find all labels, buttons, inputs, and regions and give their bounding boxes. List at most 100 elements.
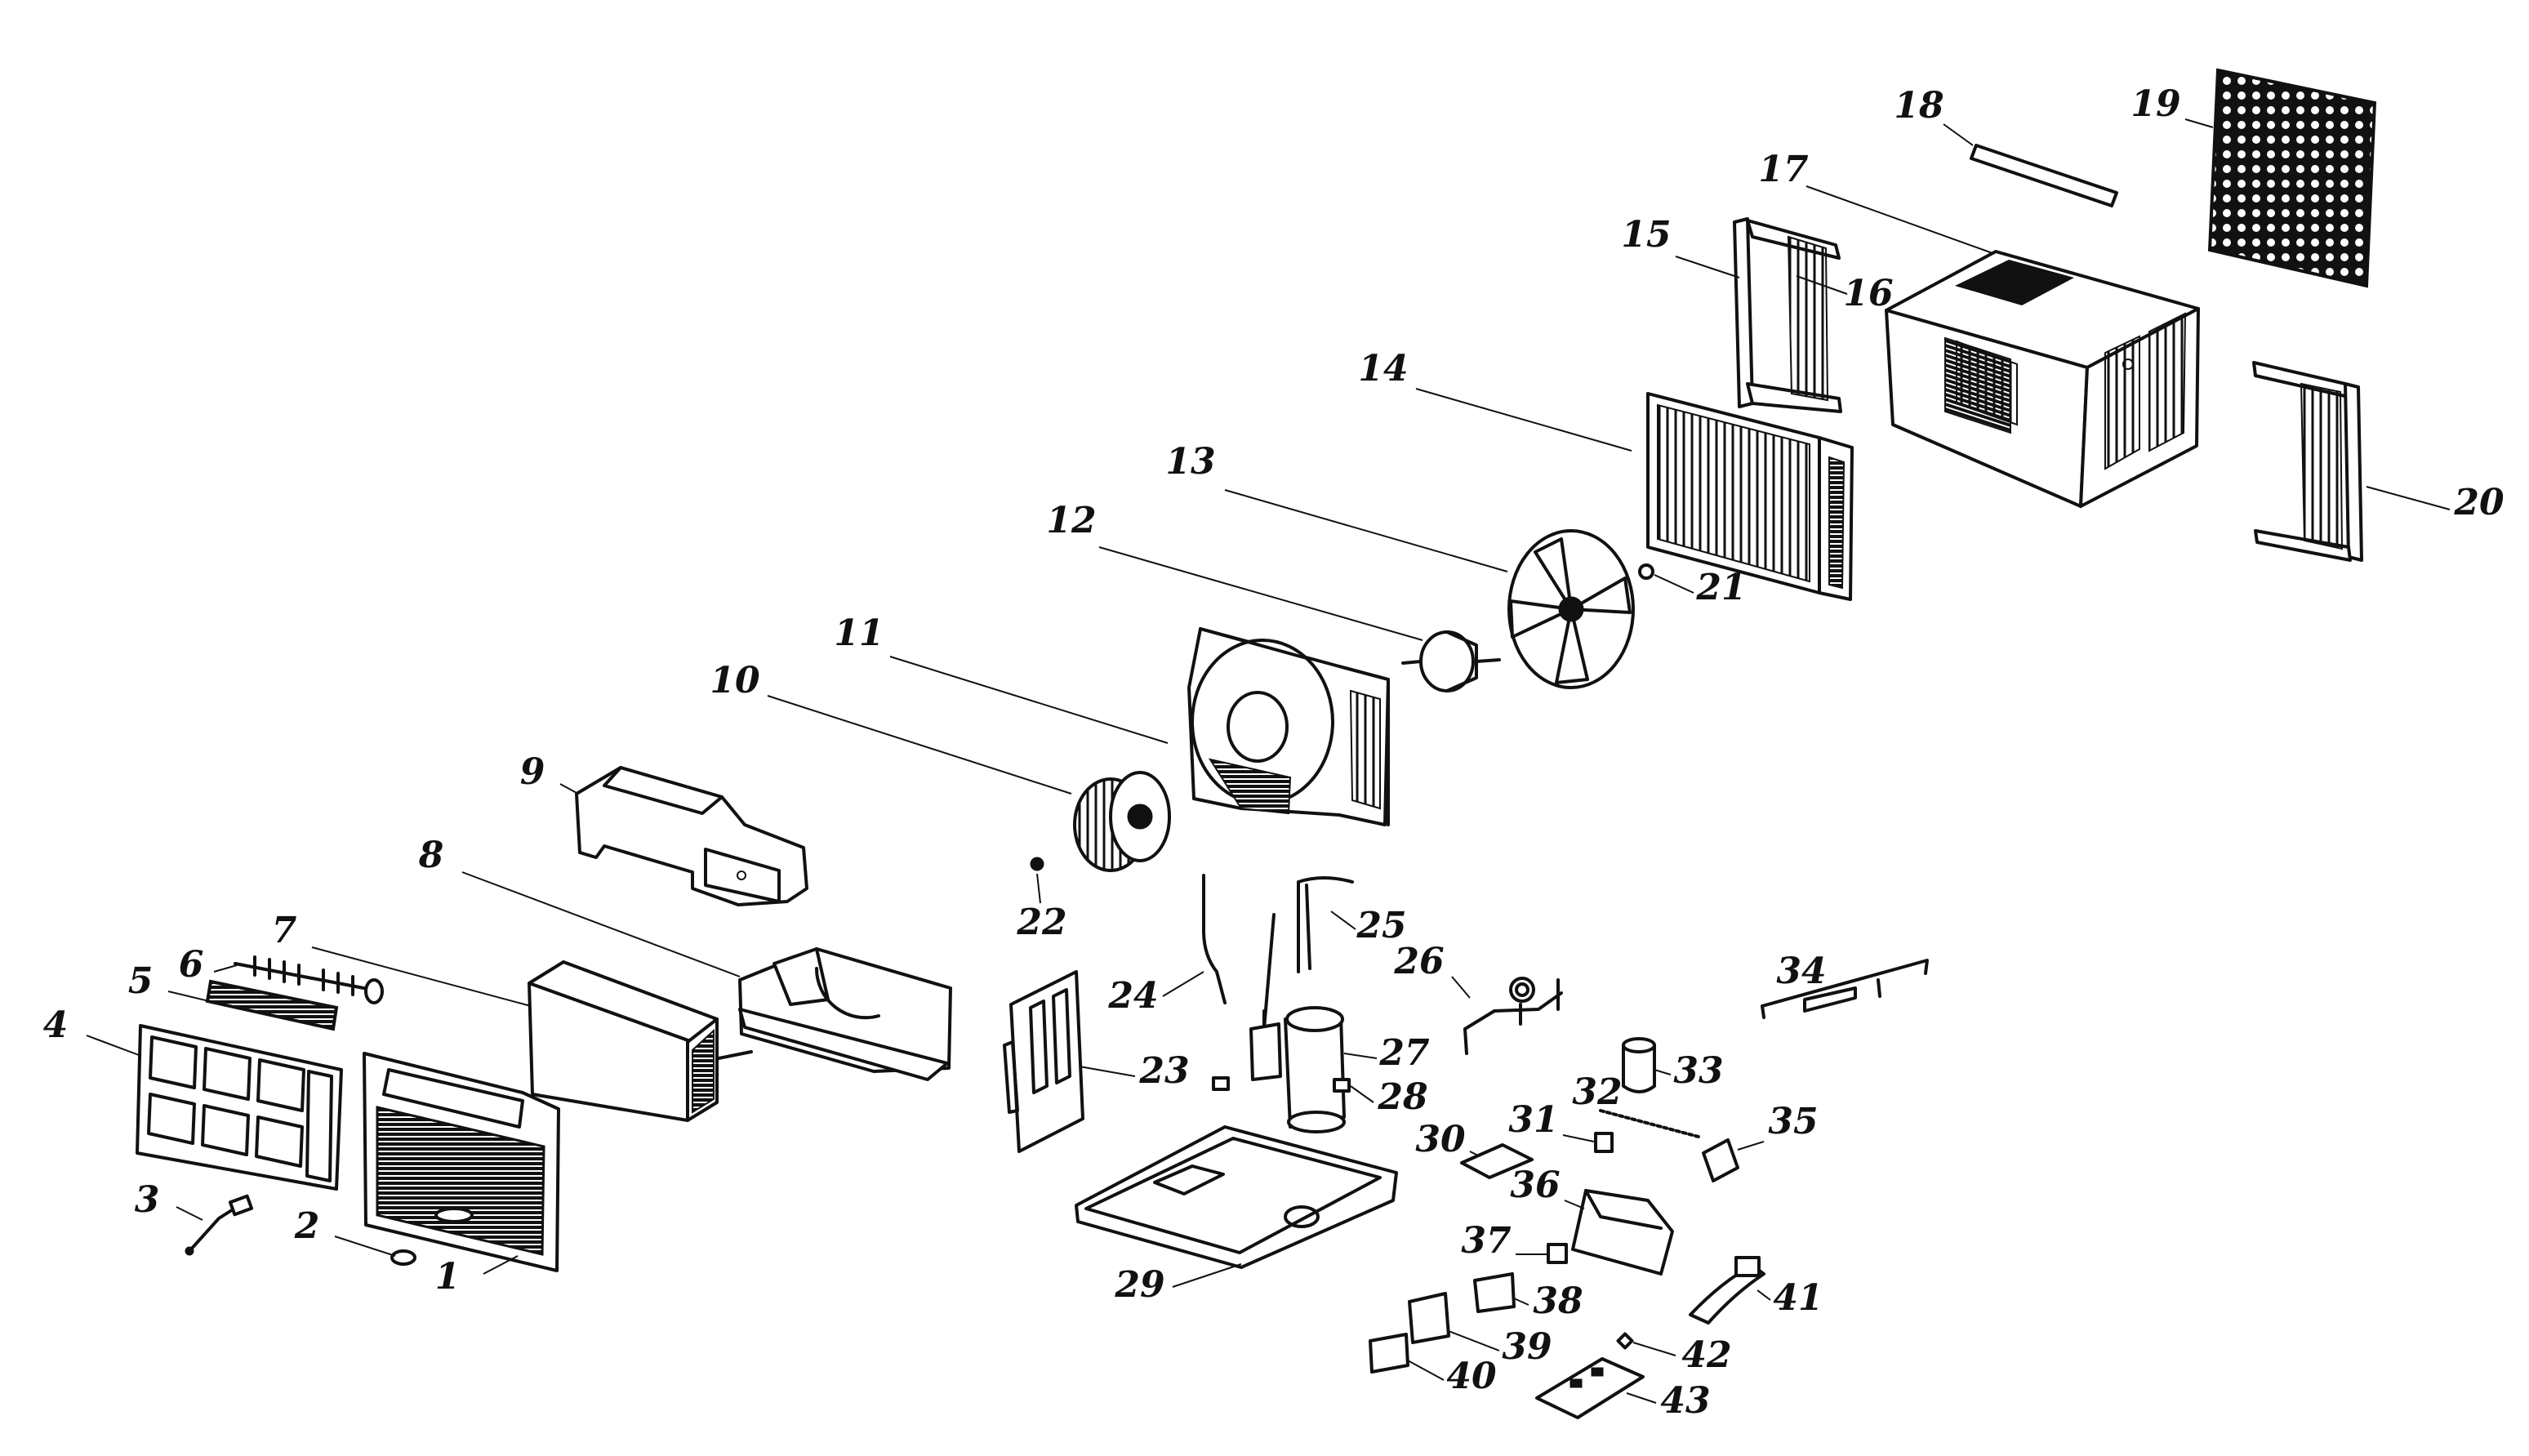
callout-40: 40 — [1446, 1356, 1497, 1397]
leader-line-23 — [1079, 1066, 1136, 1077]
part-36-control-box — [1571, 1189, 1674, 1276]
part-30-plate — [1460, 1143, 1534, 1179]
leader-line-26 — [1451, 976, 1471, 999]
part-20-side-panel — [2252, 361, 2363, 562]
part-43-control-plate — [1535, 1357, 1645, 1419]
callout-12: 12 — [1046, 500, 1096, 541]
part-28-grommet — [1212, 1076, 1230, 1091]
callout-32: 32 — [1572, 1071, 1622, 1113]
part-1-front-panel — [363, 1052, 560, 1272]
leader-line-9 — [559, 783, 579, 795]
part-24-pipe — [1202, 874, 1227, 1004]
leader-line-14 — [1415, 388, 1632, 452]
callout-8: 8 — [418, 835, 444, 876]
part-27-compressor — [1249, 1006, 1346, 1133]
callout-25: 25 — [1356, 905, 1406, 946]
part-23-bracket — [1003, 970, 1084, 1153]
callout-31: 31 — [1508, 1099, 1558, 1141]
callout-5: 5 — [128, 960, 154, 1002]
leader-line-11 — [889, 656, 1169, 744]
part-15-16-side-panel — [1733, 217, 1842, 413]
leader-line-28 — [1350, 1085, 1374, 1103]
leader-line-10 — [767, 695, 1072, 795]
callout-20: 20 — [2453, 482, 2505, 523]
leader-line-21 — [1654, 574, 1694, 594]
part-11-fan-shroud — [1187, 627, 1390, 826]
callout-34: 34 — [1776, 951, 1826, 992]
leader-line-4 — [86, 1035, 140, 1056]
part-3-power-cord — [185, 1194, 254, 1256]
callout-39: 39 — [1502, 1326, 1552, 1368]
part-29-base-pan — [1075, 1125, 1398, 1269]
callout-24: 24 — [1107, 975, 1158, 1017]
leader-line-24 — [1162, 971, 1204, 997]
leader-line-18 — [1943, 123, 1974, 146]
leader-line-30 — [1469, 1151, 1480, 1157]
part-13-condenser-fan — [1507, 529, 1635, 689]
leader-line-40 — [1407, 1360, 1445, 1381]
part-17-cabinet — [1885, 250, 2200, 508]
part-9-scroll-top — [575, 766, 808, 906]
part-18-top-strip — [1970, 144, 2118, 207]
leader-line-6 — [213, 964, 238, 973]
callout-10: 10 — [710, 660, 760, 701]
part-33-capacitor — [1622, 1037, 1656, 1093]
callout-36: 36 — [1510, 1164, 1560, 1206]
part-10-blower-wheel — [1073, 771, 1171, 872]
leader-line-8 — [461, 871, 741, 977]
callout-16: 16 — [1843, 273, 1893, 314]
callout-26: 26 — [1393, 941, 1444, 982]
part-38-board — [1473, 1272, 1516, 1313]
part-2-knob — [390, 1249, 416, 1266]
leader-line-29 — [1172, 1263, 1242, 1288]
part-14-condenser-coil — [1646, 392, 1854, 601]
leader-line-12 — [1098, 546, 1423, 641]
callout-9: 9 — [520, 751, 545, 793]
leader-line-41 — [1756, 1289, 1771, 1301]
leader-line-42 — [1632, 1342, 1676, 1356]
callout-22: 22 — [1016, 902, 1066, 943]
callout-38: 38 — [1533, 1280, 1583, 1322]
callout-19: 19 — [2131, 83, 2180, 125]
part-22-screw — [1030, 857, 1044, 871]
callout-14: 14 — [1358, 348, 1408, 390]
part-7-evaporator-coil — [528, 960, 753, 1122]
part-34-tubing — [1761, 959, 1929, 1019]
callout-13: 13 — [1165, 441, 1215, 483]
leader-line-1 — [483, 1255, 519, 1275]
callout-42: 42 — [1681, 1334, 1731, 1376]
leader-line-38 — [1513, 1298, 1529, 1306]
callout-27: 27 — [1378, 1032, 1430, 1074]
callout-15: 15 — [1621, 214, 1671, 256]
leader-line-33 — [1654, 1069, 1672, 1075]
leader-line-17 — [1805, 185, 1993, 254]
part-5-louver — [205, 979, 339, 1031]
leader-line-43 — [1626, 1392, 1657, 1404]
part-19-rear-grille — [2207, 68, 2377, 288]
leader-line-7 — [311, 946, 532, 1007]
part-8-scroll-bottom — [738, 947, 952, 1081]
leader-line-27 — [1343, 1053, 1378, 1059]
part-28-grommet-b — [1333, 1078, 1351, 1093]
part-32-wire — [1599, 1109, 1700, 1138]
leader-line-39 — [1448, 1330, 1500, 1351]
leader-line-22 — [1036, 873, 1041, 904]
part-12-fan-motor — [1401, 630, 1501, 692]
leader-line-36 — [1564, 1200, 1585, 1209]
leader-line-16 — [1796, 275, 1848, 295]
part-35-switch — [1702, 1138, 1739, 1182]
leader-line-25 — [1330, 911, 1356, 930]
part-41-handle — [1689, 1256, 1765, 1325]
callout-2: 2 — [294, 1205, 320, 1247]
leader-line-35 — [1737, 1141, 1765, 1151]
part-39-board — [1408, 1292, 1450, 1344]
callout-4: 4 — [43, 1004, 69, 1046]
callout-41: 41 — [1773, 1277, 1823, 1319]
part-25-pipe — [1262, 876, 1354, 1031]
callout-11: 11 — [834, 612, 884, 654]
callout-3: 3 — [135, 1179, 160, 1221]
callout-7: 7 — [272, 910, 297, 951]
callout-17: 17 — [1758, 149, 1809, 190]
callout-37: 37 — [1461, 1220, 1512, 1262]
